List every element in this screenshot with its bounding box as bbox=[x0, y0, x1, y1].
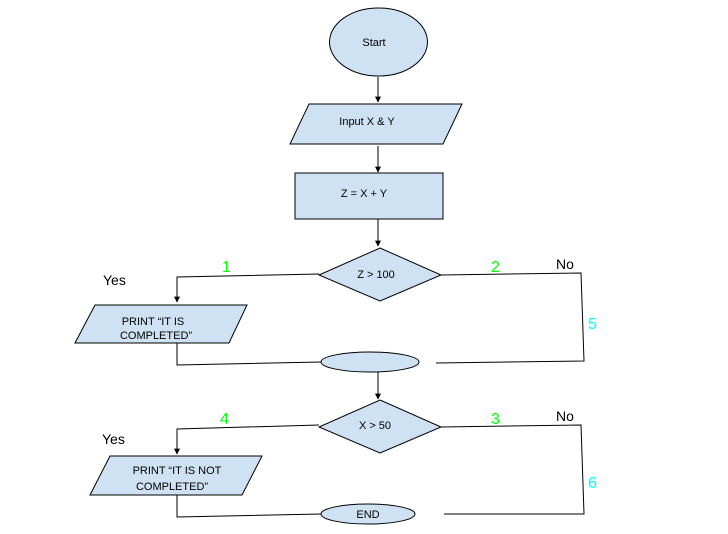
edge-decision1-yes bbox=[174, 273, 320, 303]
end-node: END bbox=[320, 503, 416, 525]
path-number-2: 2 bbox=[491, 259, 500, 276]
process-node: Z = X + Y bbox=[294, 172, 444, 220]
path-number-5: 5 bbox=[588, 316, 597, 333]
edge-decision2-no bbox=[440, 424, 585, 515]
path-number-6: 6 bbox=[588, 475, 597, 492]
connector-node bbox=[320, 351, 420, 373]
decision1-node: Z > 100 bbox=[317, 247, 443, 302]
no-label-1: No bbox=[556, 256, 574, 272]
edge-print1-connector bbox=[176, 343, 322, 366]
print1-label-line1: PRINT “IT IS bbox=[122, 316, 185, 328]
decision2-label: X > 50 bbox=[359, 420, 391, 432]
input-node: Input X & Y bbox=[289, 103, 463, 145]
print1-label-line2: COMPLETED” bbox=[120, 330, 192, 342]
yes-label-2: Yes bbox=[102, 431, 125, 447]
edge-print2-end bbox=[176, 495, 322, 518]
start-label: Start bbox=[362, 37, 385, 49]
print2-node: PRINT “IT IS NOT COMPLETED” bbox=[89, 455, 263, 496]
path-number-3: 3 bbox=[491, 411, 500, 428]
input-label: Input X & Y bbox=[339, 116, 395, 128]
start-node: Start bbox=[329, 7, 428, 77]
path-number-1: 1 bbox=[222, 259, 231, 276]
decision2-node: X > 50 bbox=[317, 399, 443, 454]
path-number-4: 4 bbox=[220, 411, 229, 428]
decision1-label: Z > 100 bbox=[357, 269, 395, 281]
no-label-2: No bbox=[556, 408, 574, 424]
edge-decision1-no bbox=[435, 272, 585, 364]
process-label: Z = X + Y bbox=[341, 188, 388, 200]
edges bbox=[174, 77, 585, 518]
print2-label-line1: PRINT “IT IS NOT bbox=[133, 465, 222, 477]
print2-label-line2: COMPLETED” bbox=[136, 481, 208, 493]
edge-decision2-yes bbox=[174, 424, 320, 455]
yes-label-1: Yes bbox=[103, 272, 126, 288]
print1-node: PRINT “IT IS COMPLETED” bbox=[74, 304, 248, 344]
end-label: END bbox=[356, 509, 379, 521]
